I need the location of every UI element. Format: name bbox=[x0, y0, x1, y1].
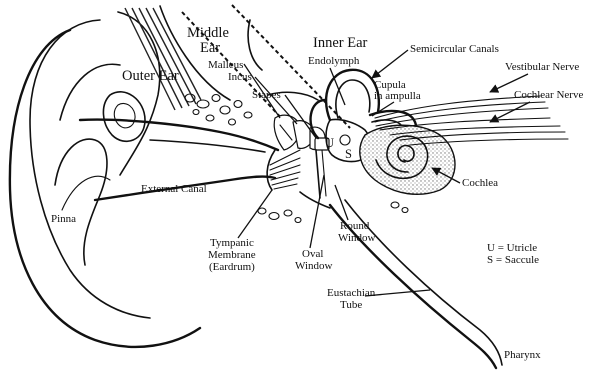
middle-ear-label-line1: Middle bbox=[187, 25, 229, 41]
concha-feature bbox=[103, 92, 145, 142]
temporal-bone-lines bbox=[125, 6, 262, 110]
oval-window-label-line1: Oval bbox=[302, 248, 323, 260]
incus-label: Incus bbox=[228, 71, 252, 83]
pinna-outline bbox=[10, 12, 200, 347]
utricle-marker: U bbox=[325, 136, 334, 150]
middle-ear-label-line2: Ear bbox=[200, 40, 220, 56]
eustachian-label-line2: Tube bbox=[340, 299, 362, 311]
tympanic-leader bbox=[238, 190, 272, 238]
round-window-label-line1: Round bbox=[340, 220, 370, 232]
pharynx-label: Pharynx bbox=[504, 349, 541, 361]
tympanic-membrane bbox=[267, 150, 300, 190]
cochlea-label: Cochlea bbox=[462, 177, 498, 189]
semicircular-canals-leader bbox=[372, 50, 408, 78]
legend-saccule: S = Saccule bbox=[487, 254, 539, 266]
oval-window-leader bbox=[310, 175, 324, 248]
tympanic-label-line3: (Eardrum) bbox=[209, 261, 255, 273]
semicircular-canals-label: Semicircular Canals bbox=[410, 43, 499, 55]
labels: Middle Ear Inner Ear Outer Ear Malleus I… bbox=[51, 25, 583, 361]
vestibular-nerve-label: Vestibular Nerve bbox=[505, 61, 579, 73]
tympanic-label-line2: Membrane bbox=[208, 249, 256, 261]
endolymph-label: Endolymph bbox=[308, 55, 360, 67]
malleus-label: Malleus bbox=[208, 59, 243, 71]
ossicles bbox=[274, 115, 329, 150]
tympanic-label-line1: Tympanic bbox=[210, 237, 254, 249]
saccule-marker: S bbox=[345, 147, 352, 161]
external-canal-label: External Canal bbox=[141, 183, 207, 195]
cupula-label-line2: in ampulla bbox=[374, 90, 421, 102]
stapes-label: Stapes bbox=[252, 89, 281, 101]
legend-utricle: U = Utricle bbox=[487, 242, 537, 254]
outer-ear-label: Outer Ear bbox=[122, 68, 179, 84]
pinna-label: Pinna bbox=[51, 213, 76, 225]
oval-window-label-line2: Window bbox=[295, 260, 332, 272]
inner-ear-label: Inner Ear bbox=[313, 35, 368, 51]
round-window-label-line2: Window bbox=[338, 232, 375, 244]
eustachian-label-line1: Eustachian bbox=[327, 287, 376, 299]
cochlear-nerve-label: Cochlear Nerve bbox=[514, 89, 583, 101]
